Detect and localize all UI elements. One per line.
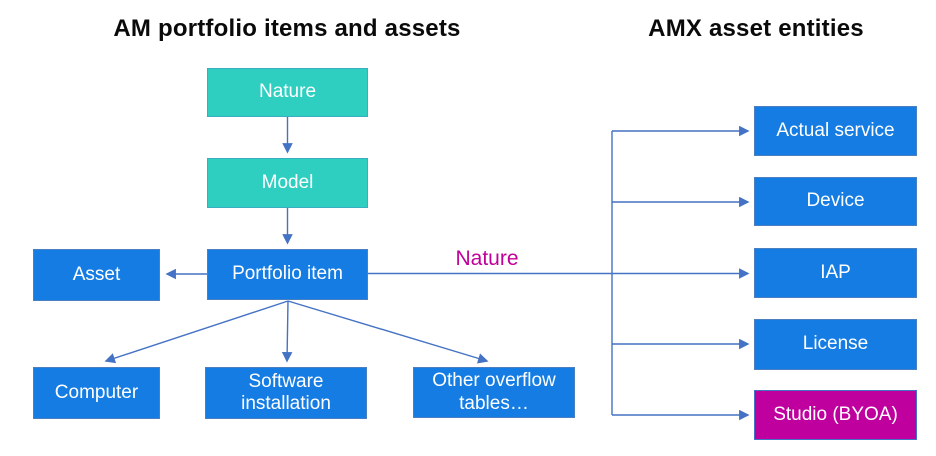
node-portfolio-item-label: Portfolio item <box>232 263 343 285</box>
node-studio-byoa-label: Studio (BYOA) <box>773 403 898 425</box>
node-portfolio-item: Portfolio item <box>207 249 368 300</box>
arrow-portfolio-item-to-software-installation <box>281 300 293 363</box>
node-other-overflow-tables: Other overflow tables… <box>413 367 575 418</box>
node-studio-byoa: Studio (BYOA) <box>754 390 917 440</box>
node-model-label: Model <box>261 171 314 193</box>
node-nature: Nature <box>207 68 368 117</box>
node-computer-label: Computer <box>54 381 139 403</box>
node-software-installation: Software installation <box>205 367 367 419</box>
node-iap-label: IAP <box>820 261 851 283</box>
node-license: License <box>754 319 917 370</box>
node-iap: IAP <box>754 248 917 298</box>
node-actual-service-label: Actual service <box>776 119 895 141</box>
node-model: Model <box>207 158 368 208</box>
node-nature-label: Nature <box>258 81 317 103</box>
node-computer: Computer <box>33 367 160 419</box>
node-asset-label: Asset <box>72 263 121 285</box>
left-diagram-title: AM portfolio items and assets <box>113 15 461 42</box>
edge-label-nature: Nature <box>455 247 519 270</box>
node-asset: Asset <box>33 249 160 301</box>
node-other-overflow-tables-label: Other overflow tables… <box>432 370 556 414</box>
node-device-label: Device <box>806 190 865 212</box>
node-device: Device <box>754 177 917 226</box>
node-software-installation-label: Software installation <box>241 370 331 414</box>
arrow-portfolio-item-to-other-overflow-tables <box>287 300 489 364</box>
right-diagram-title: AMX asset entities <box>648 15 864 42</box>
node-license-label: License <box>802 333 869 355</box>
arrow-portfolio-item-to-computer <box>104 300 289 364</box>
node-actual-service: Actual service <box>754 106 917 156</box>
